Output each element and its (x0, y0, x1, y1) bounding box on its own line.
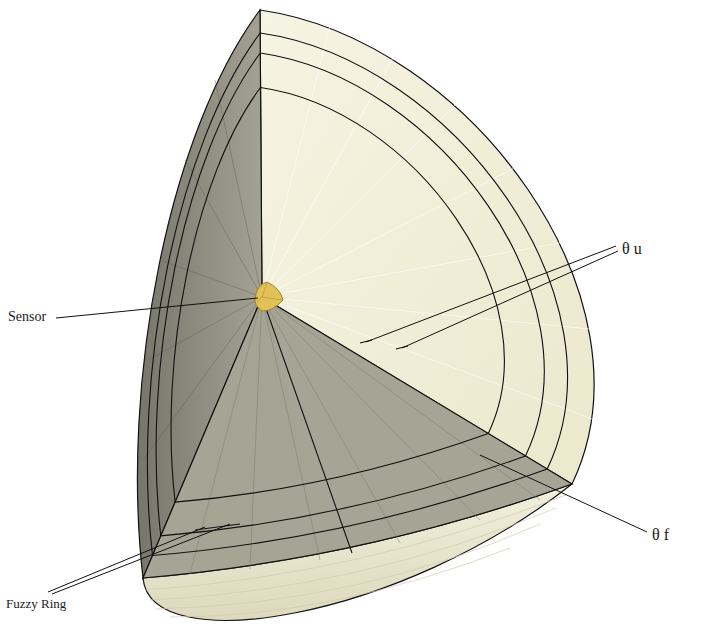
leader-line (52, 524, 230, 594)
angle-label: θ f (652, 526, 669, 544)
mesh-line (262, 297, 320, 560)
leader-line (402, 251, 618, 348)
leader-line (480, 455, 647, 532)
mesh-line (262, 45, 400, 297)
sensor-edge (257, 283, 282, 303)
mesh-line (215, 80, 262, 297)
leader-line (366, 246, 616, 342)
horizontal-cut-face (143, 297, 572, 578)
part-label: Sensor (8, 309, 46, 325)
leader-line (48, 527, 205, 592)
mesh-line (262, 297, 400, 543)
sensor-body (255, 282, 283, 311)
mesh-line (262, 160, 530, 297)
mesh-line (185, 160, 262, 297)
angle-label: θ u (622, 240, 642, 258)
face-mesh (190, 297, 540, 574)
leader-lines (48, 246, 647, 594)
ring-arcs (153, 297, 548, 556)
mesh-line (250, 297, 262, 569)
ring-arc (175, 434, 488, 503)
sector-edge (262, 297, 352, 553)
mesh-line (262, 297, 600, 330)
mesh-line (262, 297, 540, 500)
ring-arc (161, 456, 526, 536)
ring-arc (153, 469, 548, 556)
part-label: Fuzzy Ring (6, 597, 66, 612)
mesh-line (262, 240, 575, 297)
mesh-line (262, 25, 330, 297)
leader-line (56, 298, 258, 318)
